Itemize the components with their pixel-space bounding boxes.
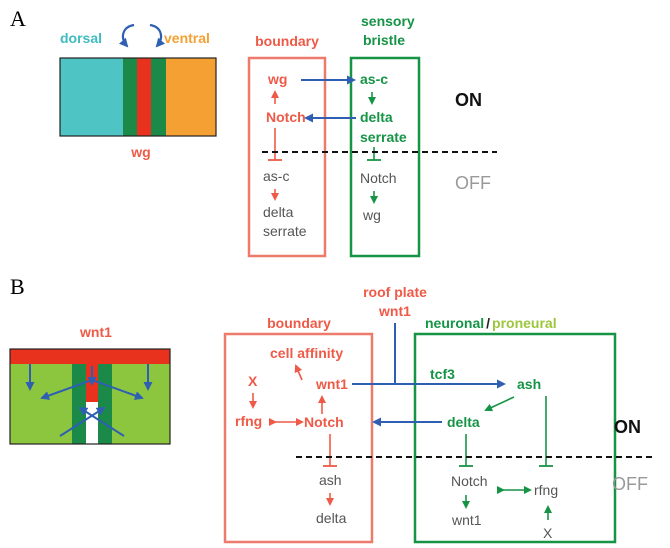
wg-expression-label: wg: [130, 144, 150, 160]
neuronal-notch: Notch: [451, 473, 488, 489]
sensory-notch: Notch: [360, 170, 397, 186]
sensory-wg: wg: [362, 207, 381, 223]
boundary-b-wnt1: wnt1: [315, 376, 348, 392]
boundary-b-delta: delta: [316, 510, 347, 526]
neuronal-title-2: proneural: [492, 315, 557, 331]
boundary-a-delta: delta: [263, 204, 294, 220]
off-label-b: OFF: [612, 474, 648, 494]
boundary-a-serrate: serrate: [263, 223, 307, 239]
wnt1-schematic-label: wnt1: [79, 324, 112, 340]
panel-a: A dorsal ventral wg boundary wg Notch as…: [10, 6, 497, 258]
roof-plate-label-1: roof plate: [363, 284, 427, 300]
neuronal-tcf3: tcf3: [430, 366, 455, 382]
boundary-box-a: [247, 56, 327, 258]
boundary-a-asc: as-c: [263, 168, 289, 184]
sensory-serrate: serrate: [360, 129, 407, 145]
neuronal-title-sep: /: [486, 315, 490, 331]
panel-a-letter: A: [10, 6, 26, 31]
neuronal-title: neuronal/proneural: [425, 315, 557, 331]
ventral-label: ventral: [164, 30, 210, 46]
curved-arrow-ventral-icon: [149, 23, 165, 48]
sensory-asc: as-c: [360, 71, 388, 87]
neural-tube-schematic: [9, 348, 171, 445]
boundary-box-b: [223, 332, 374, 544]
sensory-delta: delta: [360, 109, 393, 125]
boundary-a-notch: Notch: [266, 109, 306, 125]
panel-b: B wnt1 roof plate wnt1 boundary cell aff…: [9, 274, 652, 544]
boundary-title-a: boundary: [255, 33, 319, 49]
panel-b-letter: B: [10, 274, 25, 299]
curved-arrow-dorsal-icon: [119, 23, 135, 48]
off-label-a: OFF: [455, 173, 491, 193]
sensory-title-2: bristle: [363, 32, 405, 48]
boundary-b-notch: Notch: [304, 414, 344, 430]
on-label-b: ON: [614, 417, 641, 437]
boundary-b-x: X: [248, 373, 258, 389]
neuronal-rfng: rfng: [534, 482, 558, 498]
neuronal-delta: delta: [447, 414, 480, 430]
boundary-b-rfng: rfng: [235, 413, 262, 429]
on-label-a: ON: [455, 90, 482, 110]
dorsal-label: dorsal: [60, 30, 102, 46]
neuronal-wnt1: wnt1: [451, 512, 482, 528]
boundary-a-wg: wg: [267, 71, 287, 87]
neuronal-title-1: neuronal: [425, 315, 484, 331]
arrow-wnt1-to-cell-affinity: [294, 364, 303, 381]
boundary-title-b: boundary: [267, 315, 331, 331]
arrow-ash-to-delta-green: [484, 396, 515, 412]
neuronal-box: [413, 332, 617, 544]
neuronal-x: X: [543, 525, 553, 541]
neuronal-ash: ash: [517, 376, 541, 392]
boundary-b-cell-affinity: cell affinity: [270, 345, 343, 361]
sensory-bristle-box: [349, 56, 421, 258]
roof-plate-label-2: wnt1: [378, 303, 411, 319]
sensory-title-1: sensory: [361, 13, 415, 29]
boundary-b-ash: ash: [319, 472, 342, 488]
wing-disc-schematic: [59, 57, 217, 137]
